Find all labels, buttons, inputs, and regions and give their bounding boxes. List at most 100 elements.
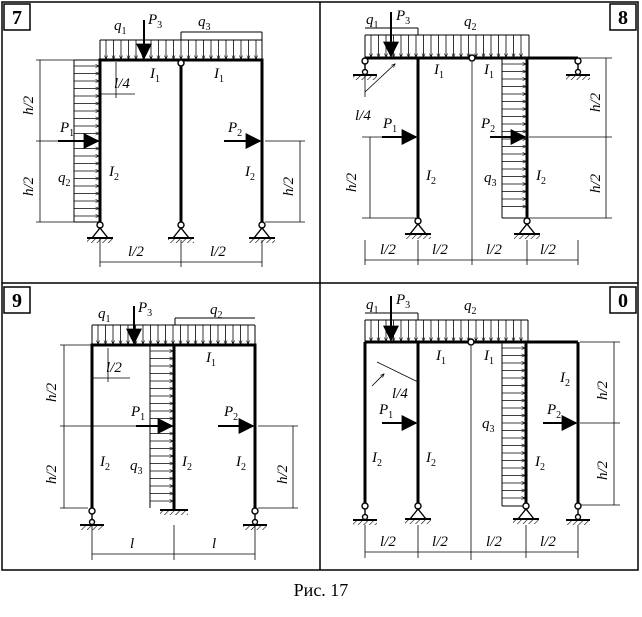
- label-i2-far-right-top: I2: [559, 370, 570, 389]
- support-pin: [88, 507, 96, 515]
- support-pin: [88, 518, 96, 526]
- panel-number-0: 0: [618, 290, 628, 312]
- support-hatch: [353, 75, 377, 80]
- label-i2-right: I2: [244, 164, 255, 183]
- panel-8-top-load-arrows: [371, 35, 521, 57]
- label-q3: q3: [482, 416, 495, 435]
- label-h2-right: h/2: [281, 176, 297, 196]
- hinge: [468, 54, 476, 62]
- label-h2-left: h/2: [344, 172, 360, 192]
- label-l2-d: l/2: [540, 242, 556, 258]
- label-i2-mid: I2: [425, 450, 436, 469]
- label-p3: P3: [395, 8, 410, 27]
- panel-8-top-load: [364, 27, 530, 58]
- label-i2-right: I2: [535, 168, 546, 187]
- support-pin: [574, 68, 582, 76]
- support-pin: [361, 57, 369, 65]
- support-pin: [251, 518, 259, 526]
- panel-borders: [1, 1, 639, 571]
- panel-0-right-col-load: [501, 342, 526, 507]
- label-i1-right: I1: [483, 62, 494, 81]
- support-pin: [574, 57, 582, 65]
- panel-8-structure: [362, 12, 612, 265]
- panel-0-top-load: [364, 312, 529, 342]
- label-p2: P2: [480, 116, 495, 135]
- label-i2-right: I2: [235, 454, 246, 473]
- support-hatch: [249, 238, 275, 243]
- label-p3: P3: [395, 292, 410, 311]
- label-l2-right: l/2: [210, 244, 226, 260]
- hinge: [467, 338, 475, 346]
- support-hatch: [243, 525, 267, 530]
- panel-0-dimensions: [364, 341, 620, 560]
- label-q1: q1: [366, 12, 379, 31]
- support-pin: [361, 502, 369, 510]
- panel-7-structure: [36, 20, 305, 267]
- label-l2-c: l/2: [486, 242, 502, 258]
- label-i1-left: I1: [433, 62, 444, 81]
- label-h2-top: h/2: [595, 380, 611, 400]
- label-q2: q2: [464, 14, 477, 33]
- support-hatch: [566, 75, 590, 80]
- panel-9-dimensions: [60, 344, 298, 560]
- support-pin: [251, 507, 259, 515]
- support-pin: [574, 513, 582, 521]
- support-triangle: [252, 226, 272, 239]
- support-hatch: [353, 520, 377, 525]
- panel-8-labels: q1 P3 q2 I1 I1 l/4 P1 P2 h/2 I2 q3 I2 h/…: [344, 8, 604, 258]
- support-hatch: [513, 519, 539, 524]
- label-l-left: l: [130, 536, 134, 552]
- label-l2-d: l/2: [540, 534, 556, 550]
- label-l2-c: l/2: [486, 534, 502, 550]
- label-p1: P1: [378, 402, 393, 421]
- panel-9-top-load-arrows: [98, 325, 248, 344]
- label-i1-left: I1: [435, 348, 446, 367]
- support-hatch: [514, 234, 540, 239]
- panel-0-labels: q1 P3 q2 I1 I1 l/4 I2 P1 q3 P2 h/2 h/2 I…: [366, 292, 611, 550]
- panel-number-9: 9: [12, 290, 22, 312]
- label-l-right: l: [212, 536, 216, 552]
- label-q3: q3: [484, 170, 497, 189]
- label-i1: I1: [205, 350, 216, 369]
- label-i2-left: I2: [108, 164, 119, 183]
- support-hatch: [566, 520, 590, 525]
- label-q1: q1: [98, 306, 111, 325]
- panel-9-labels: q1 P3 q2 l/2 I1 h/2 P1 P2 h/2 I2 q3 I2 I…: [44, 300, 291, 552]
- support-hatch: [405, 519, 431, 524]
- panel-0-structure: [363, 296, 620, 560]
- support-hatch: [168, 238, 194, 243]
- label-h2-top: h/2: [44, 382, 60, 402]
- panel-0-frame: [363, 340, 580, 503]
- label-i1-right: I1: [213, 66, 224, 85]
- label-l4: l/4: [355, 108, 371, 124]
- label-q3: q3: [130, 458, 143, 477]
- panel-9-supports: [80, 507, 267, 530]
- label-l2-left: l/2: [128, 244, 144, 260]
- panel-number-8: 8: [618, 7, 628, 29]
- hinge: [177, 59, 185, 67]
- label-i2-left: I2: [425, 168, 436, 187]
- label-q1: q1: [366, 297, 379, 316]
- label-h2-bottom: h/2: [21, 176, 37, 196]
- support-pin: [574, 502, 582, 510]
- label-p3: P3: [137, 300, 152, 319]
- panel-7-labels: q1 P3 q3 I1 I1 l/4 h/2 h/2 P1 q2 I2 P2 I…: [21, 12, 297, 260]
- support-hatch: [160, 510, 188, 515]
- support-hatch: [87, 238, 113, 243]
- panel-9-top-load: [91, 317, 256, 345]
- label-q2: q2: [58, 170, 71, 189]
- label-p2: P2: [223, 404, 238, 423]
- panel-7-supports: [87, 221, 275, 243]
- support-triangle: [516, 507, 536, 520]
- label-q1: q1: [114, 18, 127, 37]
- figure-caption: Рис. 17: [293, 580, 349, 600]
- label-p3: P3: [147, 12, 162, 31]
- label-p1: P1: [59, 120, 74, 139]
- support-hatch: [405, 234, 431, 239]
- label-p1: P1: [130, 404, 145, 423]
- label-h2-top: h/2: [21, 95, 37, 115]
- panel-0-supports: [353, 502, 590, 525]
- label-p1: P1: [382, 116, 397, 135]
- label-p2: P2: [546, 402, 561, 421]
